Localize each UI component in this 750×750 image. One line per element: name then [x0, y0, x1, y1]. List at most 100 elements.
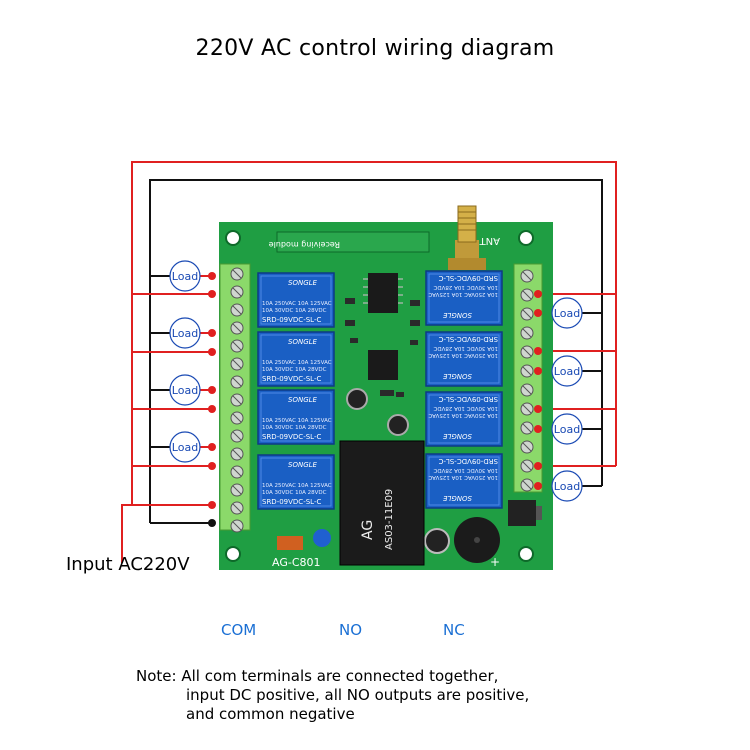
board-plus: + — [490, 555, 500, 569]
legend-com: COM — [221, 621, 257, 639]
svg-text:Load: Load — [554, 365, 580, 378]
svg-text:Load: Load — [172, 270, 198, 283]
mount-hole-tr — [518, 230, 534, 246]
load-right-3: Load — [551, 413, 583, 445]
mount-hole-tl — [225, 230, 241, 246]
capacitor-3 — [424, 528, 450, 554]
relay-brand: SONGLE — [288, 461, 318, 469]
relay-brand: SONGLE — [288, 279, 318, 287]
note: Note: All com terminals are connected to… — [136, 667, 529, 724]
ic-chip-1 — [368, 273, 398, 313]
antenna-base — [455, 240, 479, 260]
relay-rating-1: 10A 250VAC 10A 125VAC — [262, 360, 332, 366]
ic-pins — [363, 278, 403, 304]
relay-rating-2: 10A 30VDC 10A 28VDC — [433, 284, 498, 290]
relay-model: SRD-09VDC-SL-C — [439, 274, 498, 282]
antenna-label: ANT — [479, 235, 500, 246]
outer-wires — [121, 161, 617, 563]
ic-chip-2 — [368, 350, 398, 380]
mount-hole-bl — [225, 546, 241, 562]
relay-rating-1: 10A 250VAC 10A 125VAC — [428, 291, 498, 297]
relay-model: SRD-09VDC-SL-C — [262, 375, 321, 383]
relay-brand: SONGLE — [442, 494, 472, 502]
svg-text:Load: Load — [172, 327, 198, 340]
load-left-3: Load — [169, 374, 201, 406]
relay-rating-1: 10A 250VAC 10A 125VAC — [262, 418, 332, 424]
small-components — [345, 298, 420, 397]
side-switch — [508, 500, 536, 526]
relay-brand: SONGLE — [442, 372, 472, 380]
board-model: AG-C801 — [272, 556, 321, 569]
load-right-4: Load — [551, 470, 583, 502]
svg-text:Load: Load — [172, 384, 198, 397]
capacitor-1 — [346, 388, 368, 410]
svg-text:AS03-11E09: AS03-11E09 — [384, 489, 395, 550]
relay-rating-1: 10A 250VAC 10A 125VAC — [262, 301, 332, 307]
note-line-3: and common negative — [186, 705, 355, 723]
relay-brand: SONGLE — [442, 432, 472, 440]
relay-rating-2: 10A 30VDC 10A 28VDC — [433, 345, 498, 351]
relay-model: SRD-09VDC-SL-C — [262, 433, 321, 441]
load-left-4: Load — [169, 431, 201, 463]
relay-brand: SONGLE — [288, 338, 318, 346]
receiving-module — [276, 231, 430, 253]
module-label: Receiving module — [269, 240, 340, 249]
blue-capacitor — [313, 529, 331, 547]
antenna-connector — [448, 205, 486, 270]
page-title: 220V AC control wiring diagram — [195, 36, 555, 61]
relay-rating-2: 10A 30VDC 10A 28VDC — [433, 467, 498, 473]
relay-brand: SONGLE — [442, 311, 472, 319]
right-terminal-block — [513, 263, 543, 493]
left-terminal-block — [219, 263, 251, 533]
power-module: AG AS03-11E09 — [339, 440, 425, 566]
relay-rating-2: 10A 30VDC 10A 28VDC — [433, 405, 498, 411]
svg-text:Load: Load — [172, 441, 198, 454]
relay-rating-2: 10A 30VDC 10A 28VDC — [262, 490, 327, 496]
mount-hole-br — [518, 546, 534, 562]
relay-rating-2: 10A 30VDC 10A 28VDC — [262, 367, 327, 373]
relay-brand: SONGLE — [288, 396, 318, 404]
left-loads: Load Load Load Load — [169, 260, 201, 463]
load-left-1: Load — [169, 260, 201, 292]
input-label: Input AC220V — [66, 554, 190, 575]
legend-nc: NC — [443, 621, 465, 639]
relay-rating-2: 10A 30VDC 10A 28VDC — [262, 425, 327, 431]
relay-model: SRD-09VDC-SL-C — [439, 395, 498, 403]
relay-model: SRD-09VDC-SL-C — [262, 498, 321, 506]
relay-rating-1: 10A 250VAC 10A 125VAC — [428, 474, 498, 480]
relay-model: SRD-09VDC-SL-C — [439, 335, 498, 343]
svg-text:Load: Load — [554, 423, 580, 436]
svg-text:Load: Load — [554, 480, 580, 493]
svg-text:AG: AG — [360, 520, 376, 540]
antenna-nut — [448, 258, 486, 270]
relay-rating-1: 10A 250VAC 10A 125VAC — [428, 412, 498, 418]
capacitor-2 — [387, 414, 409, 436]
load-right-2: Load — [551, 355, 583, 387]
note-line-1: Note: All com terminals are connected to… — [136, 667, 499, 685]
input-red-wire — [121, 504, 212, 563]
relay-rating-1: 10A 250VAC 10A 125VAC — [428, 352, 498, 358]
note-line-2: input DC positive, all NO outputs are po… — [186, 686, 530, 704]
relay-rating-2: 10A 30VDC 10A 28VDC — [262, 308, 327, 314]
relay-model: SRD-09VDC-SL-C — [262, 316, 321, 324]
terminal-dots — [208, 272, 542, 527]
right-loads: Load Load Load Load — [551, 297, 583, 502]
fuse — [277, 536, 303, 550]
red-wire-frame — [131, 161, 617, 505]
legend-no: NO — [339, 621, 363, 639]
relay-model: SRD-09VDC-SL-C — [439, 457, 498, 465]
pcb-board: Receiving module ANT SONGLE 10A 250VAC 10… — [219, 205, 553, 570]
mounting-holes — [225, 230, 534, 562]
svg-text:Load: Load — [554, 307, 580, 320]
